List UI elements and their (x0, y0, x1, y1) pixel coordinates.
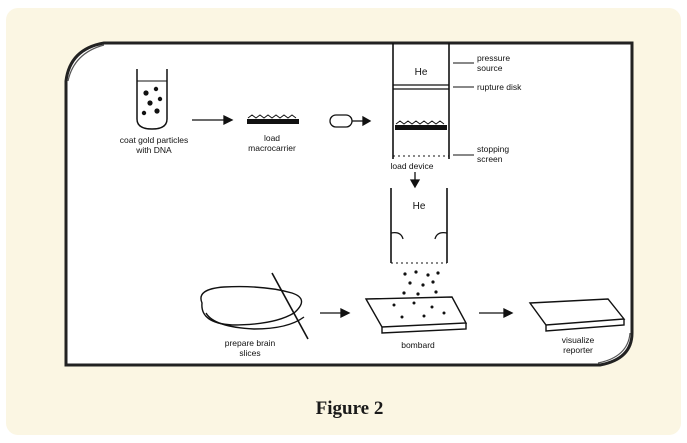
bottom-right-curl (597, 332, 631, 364)
coat-label-line2: with DNA (135, 145, 172, 155)
stopping-screen-line2: screen (477, 154, 503, 164)
figure-card: coat gold particles with DNA load macroc… (6, 8, 681, 435)
particles (402, 270, 440, 296)
bombard-label: bombard (401, 340, 435, 350)
panel-frame (64, 41, 634, 367)
load-macrocarrier-line1: load (264, 133, 280, 143)
leader-lines (453, 62, 474, 156)
rupture-disk-label: rupture disk (477, 82, 522, 92)
pressure-chamber-top (392, 43, 450, 159)
he-top-label: He (415, 67, 428, 78)
prepare-brain-line2: slices (239, 348, 260, 358)
pressure-source-line2: source (477, 63, 503, 73)
arrow-down-icon (409, 172, 421, 189)
figure-caption: Figure 2 (315, 398, 384, 419)
load-macrocarrier-line2: macrocarrier (248, 143, 296, 153)
visualize-slice-icon (528, 298, 626, 332)
pressure-source-line1: pressure (477, 53, 510, 63)
figure-illustration: coat gold particles with DNA load macroc… (64, 41, 634, 367)
insert-arrow-icon (329, 114, 372, 128)
brain-slab-icon (200, 272, 309, 340)
macrocarrier-icon (247, 114, 299, 124)
he-bottom-label: He (413, 201, 426, 212)
visualize-reporter-line1: visualize (562, 335, 595, 345)
pressure-chamber-bottom (390, 188, 448, 264)
prepare-brain-line1: prepare brain (225, 338, 276, 348)
top-left-curl (67, 44, 105, 82)
beaker-icon (136, 69, 168, 130)
arrow-right-icon (192, 114, 234, 126)
coat-label-line1: coat gold particles (120, 135, 189, 145)
load-device-label: load device (390, 161, 433, 171)
bombarded-slice-icon (364, 296, 468, 334)
arrow-right-icon (479, 307, 514, 319)
arrow-right-icon (320, 307, 351, 319)
visualize-reporter-line2: reporter (563, 345, 593, 355)
stopping-screen-line1: stopping (477, 144, 509, 154)
